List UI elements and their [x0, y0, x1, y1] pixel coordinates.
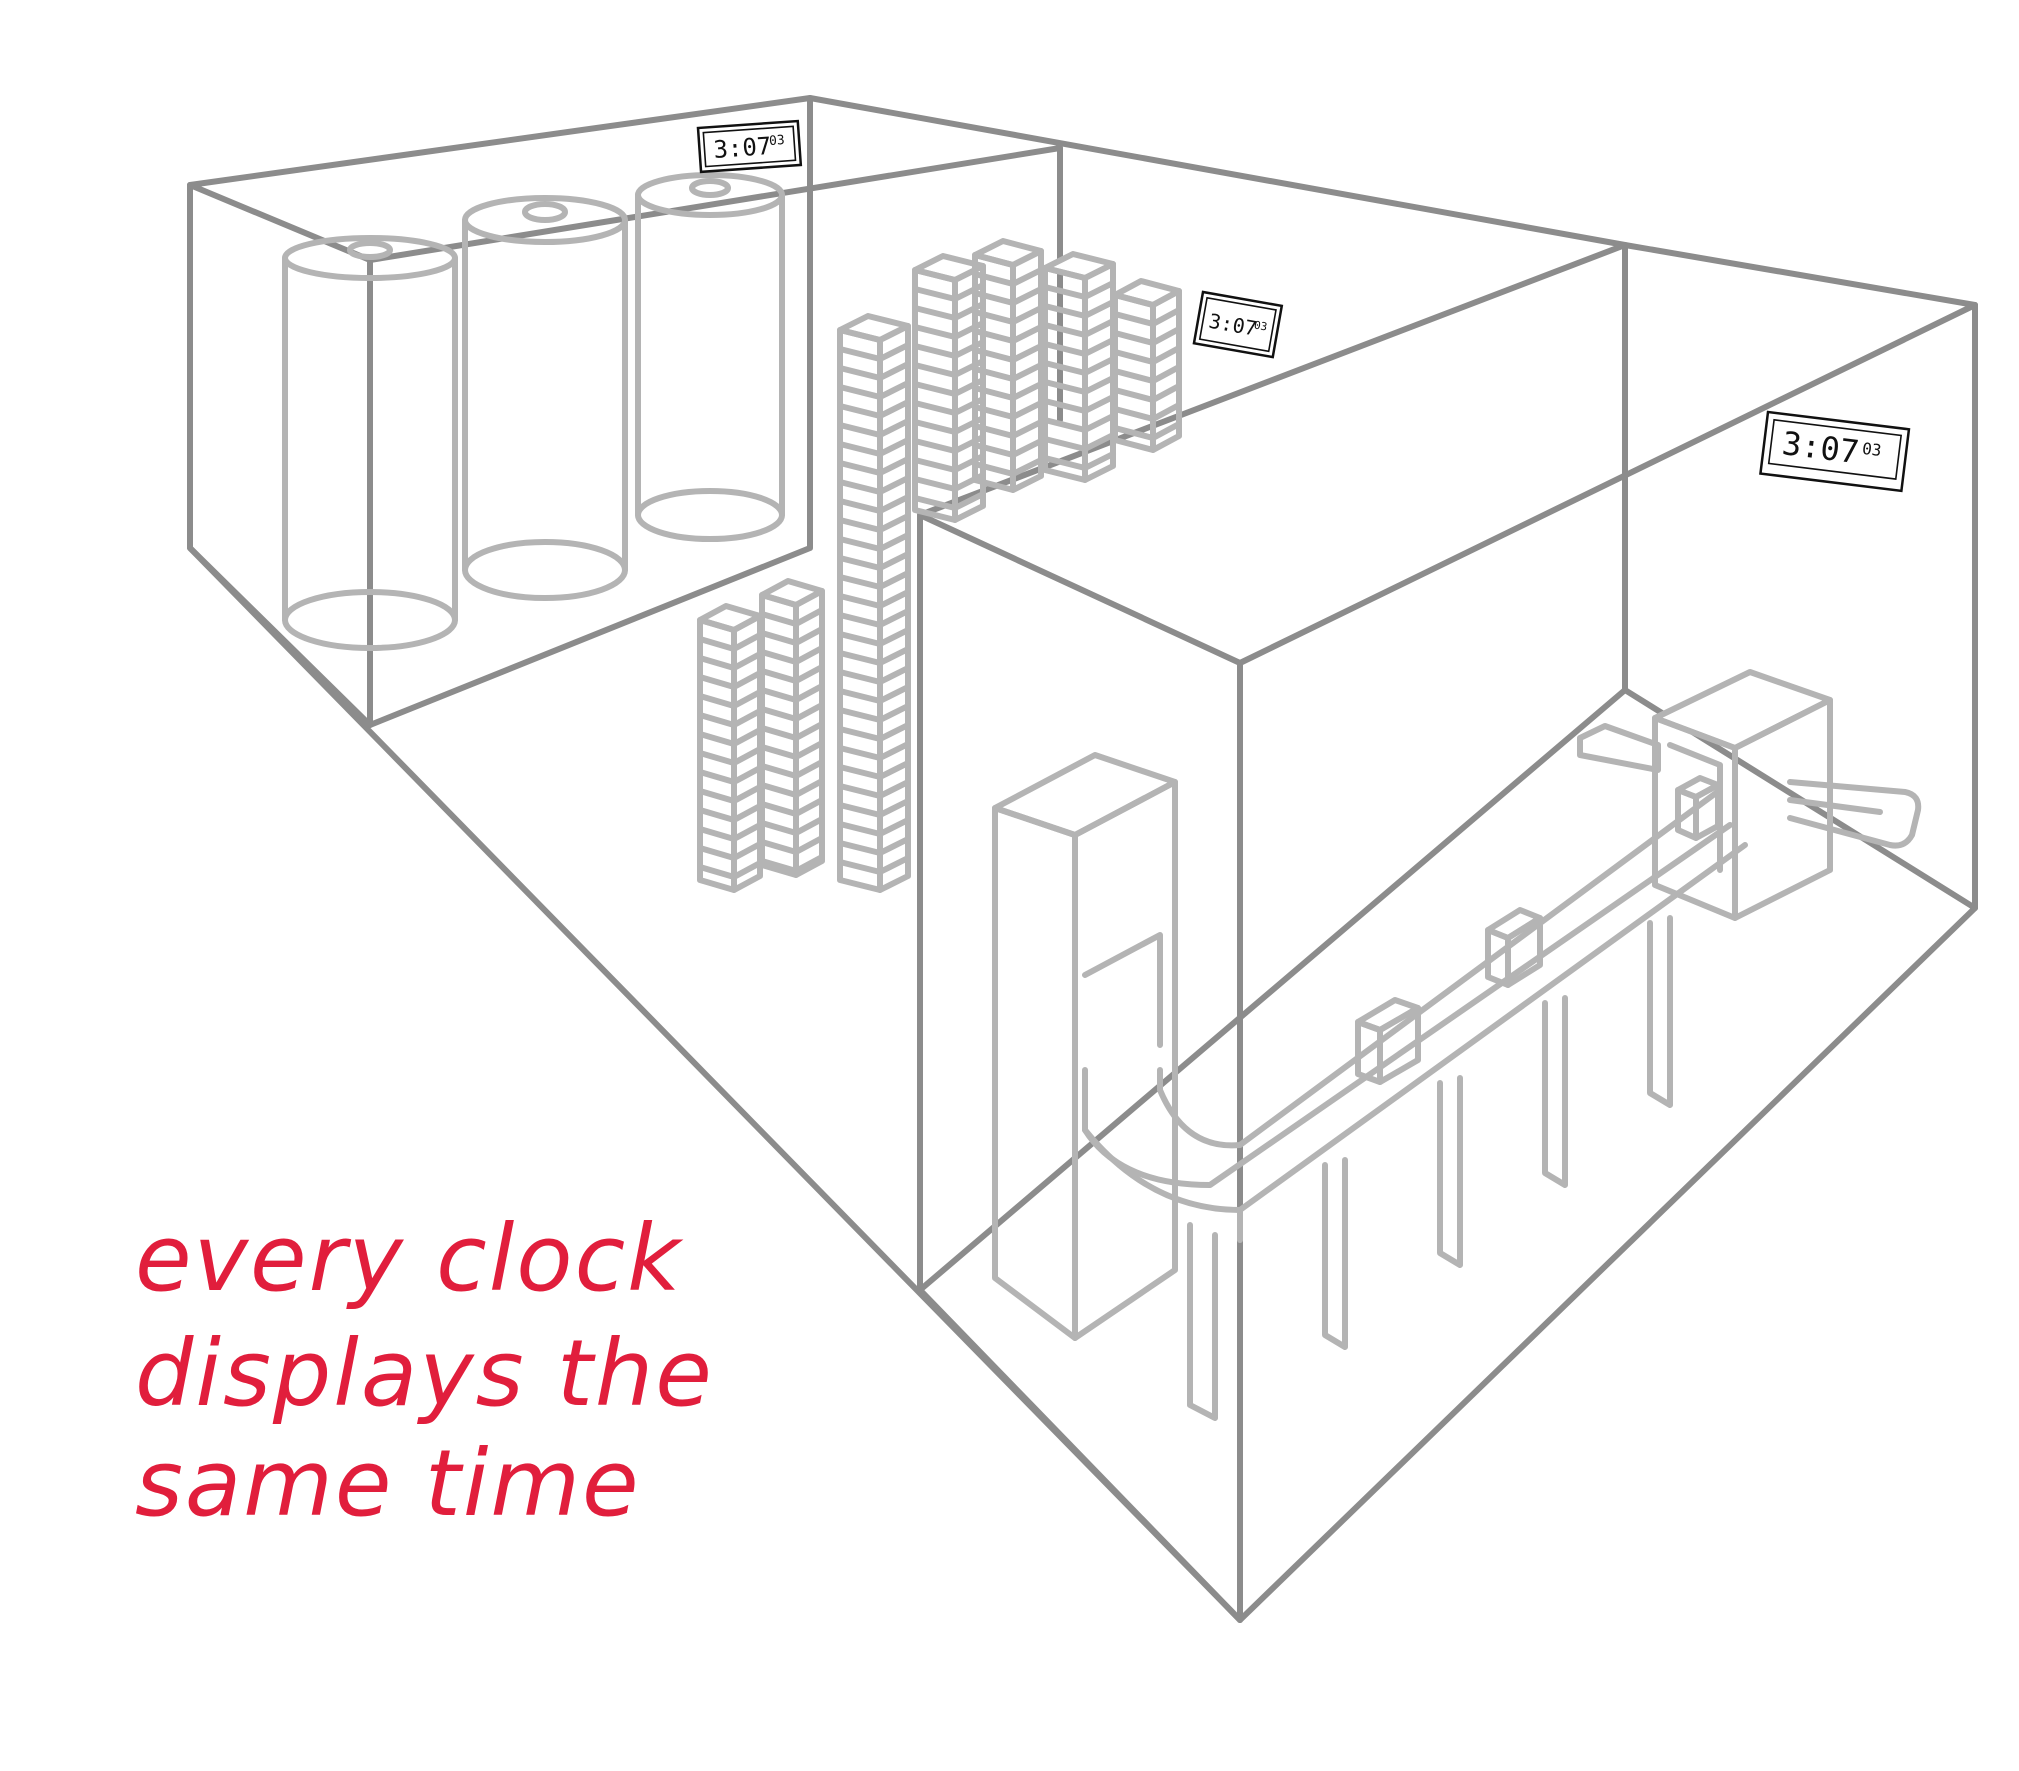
box-stack [1112, 278, 1182, 453]
caption-line-3: same time [135, 1430, 641, 1537]
scanner-gate [1577, 669, 1922, 921]
tank-2 [462, 195, 628, 601]
tower [992, 752, 1178, 1341]
clock-time: 3:07 [1780, 424, 1861, 471]
clock-room-3: 3:07 03 [1759, 410, 1911, 493]
box-stack [972, 238, 1044, 493]
box-stack [1042, 251, 1116, 483]
clock-room-1: 3:07 03 [696, 119, 803, 174]
box-stack [912, 253, 986, 523]
clock-seconds: 03 [769, 133, 786, 149]
clock-seconds: 03 [1253, 318, 1268, 333]
caption-line-2: displays the [135, 1320, 714, 1427]
box-stacks [697, 238, 1182, 893]
parcels [1355, 775, 1721, 1085]
storage-tanks [282, 172, 785, 651]
clock-seconds: 03 [1861, 439, 1882, 460]
machinery [992, 669, 1922, 1421]
clock-time: 3:07 [713, 132, 773, 164]
tank-3 [635, 172, 785, 542]
box-stack [837, 313, 911, 893]
box-stack [759, 578, 825, 878]
conveyor-legs [1187, 915, 1673, 1421]
tank-1 [282, 235, 458, 651]
conveyor [1082, 787, 1748, 1243]
box-stack [697, 603, 763, 893]
caption: every clock displays the same time [135, 1205, 714, 1537]
caption-line-1: every clock [135, 1205, 684, 1312]
clock-room-2: 3:07 03 [1192, 290, 1284, 359]
